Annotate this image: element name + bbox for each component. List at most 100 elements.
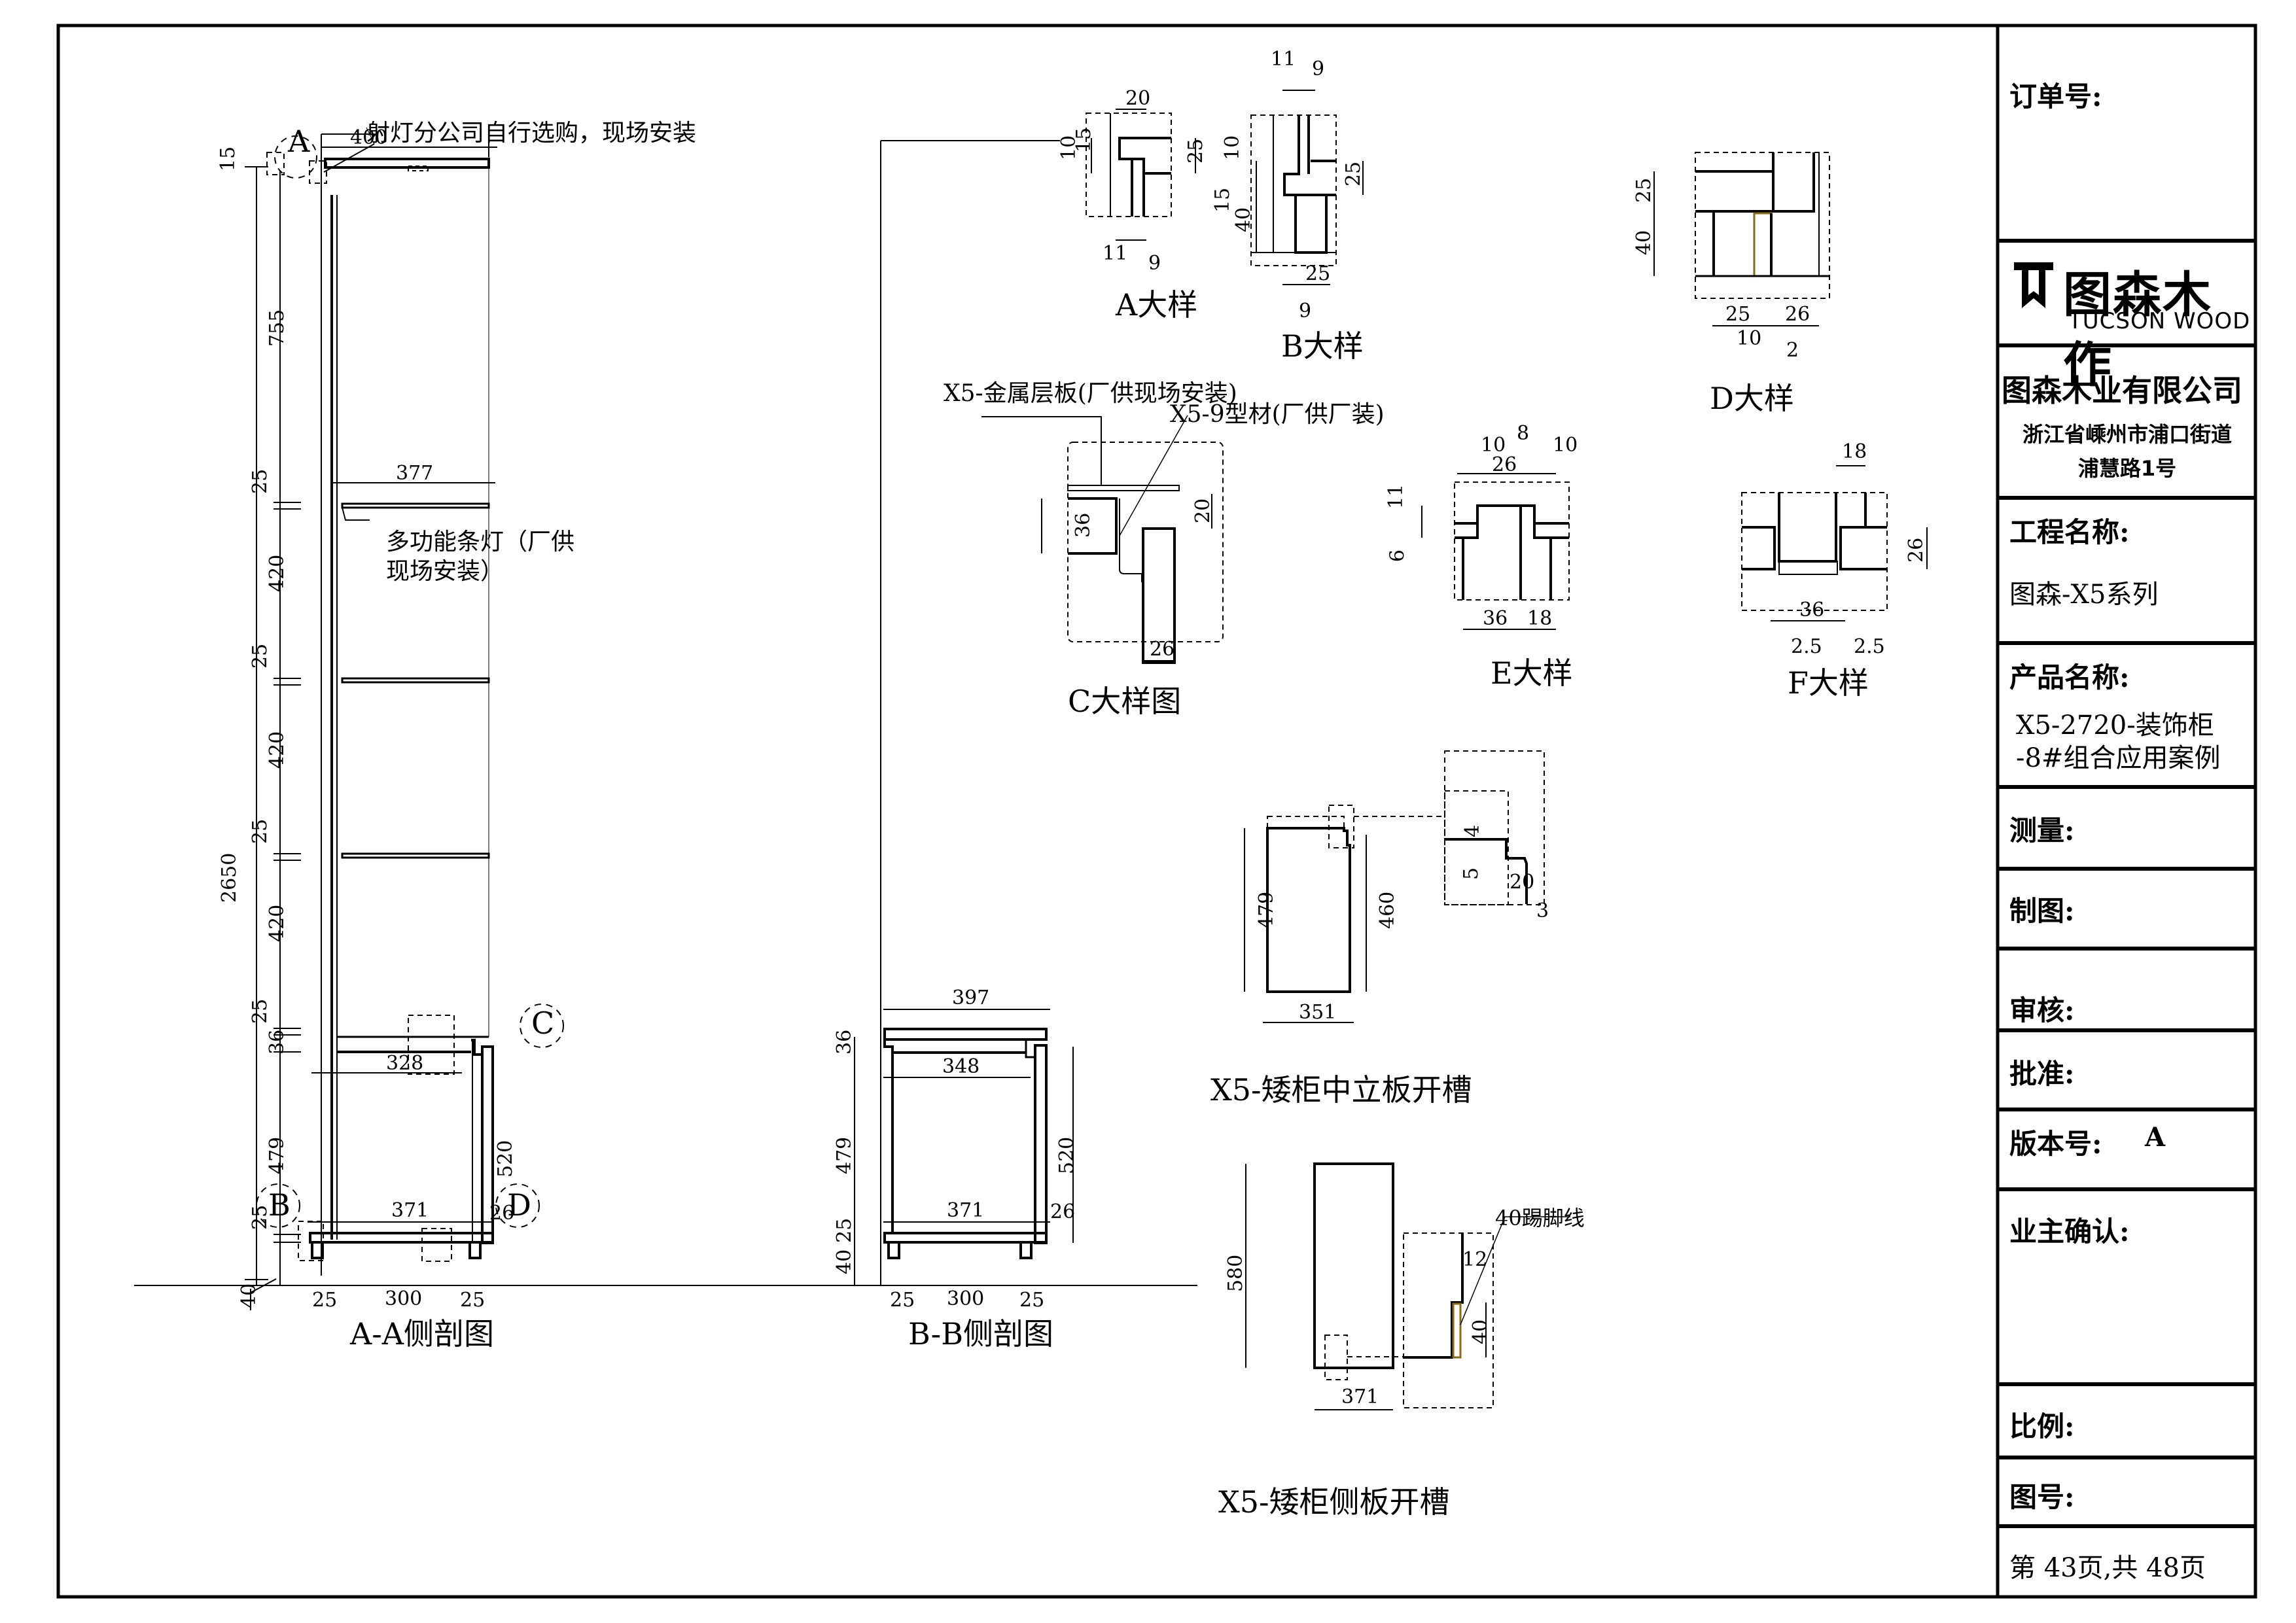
dim-mid-5: 5 — [1460, 867, 1483, 880]
tb-drawing-no: 图号: — [1998, 1456, 2257, 1524]
mid-panel-labels: 479 460 351 4 5 20 3 X5-矮柜中立板开槽 — [1210, 825, 1549, 1108]
side-panel-labels: 580 371 12 40 40踢脚线 X5-矮柜侧板开槽 — [1218, 1206, 1585, 1520]
note-x5-9-profile: X5-9型材(厂供厂装) — [1170, 401, 1385, 428]
tb-drawing: 制图: — [1998, 867, 2257, 947]
drawing-no-label: 图号: — [2009, 1481, 2075, 1513]
callout-b: B — [268, 1187, 291, 1223]
tb-logo: 图森木作 TUCSON WOOD — [1998, 239, 2257, 393]
dim-bb-side-height: 520 — [1055, 1137, 1078, 1174]
caption-mid-panel: X5-矮柜中立板开槽 — [1210, 1072, 1472, 1108]
dim-mid-20: 20 — [1510, 871, 1534, 894]
aa-section — [245, 127, 564, 1310]
dim-aa-gap-1: 420 — [266, 555, 289, 592]
caption-detail-c: C大样图 — [1068, 684, 1181, 719]
dim-aa-plinth: 40 — [238, 1283, 260, 1308]
caption-detail-f: F大样 — [1788, 665, 1869, 701]
dim-d-25-left: 25 — [1633, 178, 1655, 203]
dim-bb-worktop: 36 — [833, 1030, 856, 1055]
dim-a-10: 10 — [1057, 135, 1080, 160]
dim-e-18: 18 — [1527, 607, 1552, 630]
dim-e-26: 26 — [1492, 453, 1517, 476]
dim-aa-shelf-thk-1: 25 — [249, 469, 272, 494]
caption-bb: B-B侧剖图 — [908, 1316, 1053, 1352]
detail-d — [1653, 152, 1830, 326]
dim-d-2: 2 — [1786, 339, 1799, 362]
caption-detail-b: B大样 — [1281, 328, 1364, 364]
detail-e-labels: 10 26 8 10 11 9 36 18 E大样 — [1384, 422, 1578, 691]
tb-approve: 批准: — [1998, 1028, 2257, 1108]
dim-a-9: 9 — [1148, 252, 1161, 275]
tb-product: 产品名称: X5-2720-装饰柜 -8#组合应用案例 — [1998, 641, 2257, 785]
dim-d-40: 40 — [1633, 230, 1655, 255]
dim-f-18: 18 — [1842, 440, 1867, 463]
dim-mid-4: 4 — [1461, 825, 1484, 837]
page-border — [56, 24, 2257, 1599]
dim-aa-side-height: 520 — [494, 1140, 517, 1178]
dim-a-20: 20 — [1125, 87, 1150, 110]
dim-d-25-bottom: 25 — [1725, 303, 1750, 326]
dim-bb-plinth: 40 — [833, 1249, 856, 1274]
dim-f-2-5-right: 2.5 — [1854, 635, 1885, 658]
project-label: 工程名称: — [2009, 516, 2130, 548]
dim-b-15: 15 — [1211, 188, 1234, 213]
product-label: 产品名称: — [2009, 661, 2130, 693]
measure-label: 测量: — [2009, 814, 2075, 846]
dim-e-11: 11 — [1385, 484, 1407, 509]
project-value: 图森-X5系列 — [2009, 580, 2159, 610]
detail-f — [1741, 465, 1928, 621]
product-value-1: X5-2720-装饰柜 — [2016, 710, 2214, 741]
dim-aa-bottom-thk: 25 — [249, 1205, 272, 1230]
company-address-2: 浦慧路1号 — [2077, 456, 2177, 481]
company-name: 图森木业有限公司 — [2002, 373, 2242, 408]
bb-dimension-labels: 397 348 36 479 25 40 520 26 371 25 300 2… — [833, 986, 1078, 1352]
dim-aa-lower-gap: 479 — [266, 1137, 289, 1174]
review-label: 审核: — [2009, 994, 2075, 1026]
version-value: A — [2145, 1122, 2166, 1153]
dim-aa-top-thk: 15 — [217, 147, 239, 171]
product-value-2: -8#组合应用案例 — [2016, 743, 2221, 773]
dim-e-9: 9 — [1384, 550, 1407, 562]
detail-e — [1421, 473, 1570, 630]
detail-b — [1250, 90, 1364, 285]
dim-e-10-right: 10 — [1553, 434, 1578, 457]
detail-f-labels: 18 26 36 2.5 2.5 F大样 — [1788, 440, 1928, 701]
caption-detail-e: E大样 — [1491, 655, 1573, 691]
dim-bb-door-thk: 26 — [1050, 1200, 1075, 1223]
dim-e-36: 36 — [1483, 607, 1508, 630]
dim-aa-gap-2: 420 — [266, 731, 289, 769]
dim-aa-top-width: 400 — [350, 126, 387, 149]
tb-scale: 比例: — [1998, 1382, 2257, 1456]
caption-detail-a: A大样 — [1115, 287, 1197, 323]
dim-mid-460: 460 — [1376, 892, 1399, 929]
dim-bb-leg-right: 25 — [1019, 1289, 1044, 1312]
aa-dimension-labels: 400 15 755 377 25 420 25 420 2650 25 420… — [217, 120, 696, 1352]
dim-bb-leg-span: 300 — [947, 1287, 984, 1310]
dim-f-26: 26 — [1905, 538, 1928, 563]
dim-b-40: 40 — [1232, 207, 1255, 232]
dim-b-9: 9 — [1312, 58, 1324, 80]
page-info: 第 43页,共 48页 — [2009, 1553, 2206, 1583]
detail-c — [981, 415, 1224, 664]
dim-b-25-bottom: 25 — [1305, 262, 1330, 285]
dim-aa-worktop: 36 — [266, 1030, 289, 1055]
detail-c-labels: X5-金属层板(厂供现场安装) X5-9型材(厂供厂装) 36 20 26 C大… — [944, 380, 1385, 719]
tb-version: 版本号: A — [1998, 1108, 2257, 1187]
dim-aa-upper-gap: 755 — [266, 309, 289, 347]
version-label: 版本号: — [2009, 1128, 2102, 1160]
dim-aa-door-thk: 26 — [489, 1202, 514, 1225]
caption-aa: A-A侧剖图 — [349, 1316, 494, 1352]
drawing-label: 制图: — [2009, 895, 2075, 927]
dim-aa-total-height: 2650 — [218, 853, 241, 903]
dim-e-10-left: 10 — [1481, 434, 1506, 457]
note-strip-light-1: 多功能条灯（厂供 — [386, 529, 574, 555]
tb-owner: 业主确认: — [1998, 1187, 2257, 1382]
dim-b-10: 10 — [1221, 135, 1244, 160]
dim-side-12: 12 — [1462, 1248, 1487, 1271]
company-address-1: 浙江省嵊州市浦口街道 — [2022, 422, 2232, 447]
dim-side-580: 580 — [1224, 1255, 1247, 1292]
dim-aa-bottom-width: 371 — [391, 1199, 429, 1222]
bb-section — [854, 140, 1074, 1286]
detail-d-labels: 25 40 25 26 10 2 D大样 — [1633, 178, 1810, 416]
tb-review: 审核: — [1998, 947, 2257, 1028]
